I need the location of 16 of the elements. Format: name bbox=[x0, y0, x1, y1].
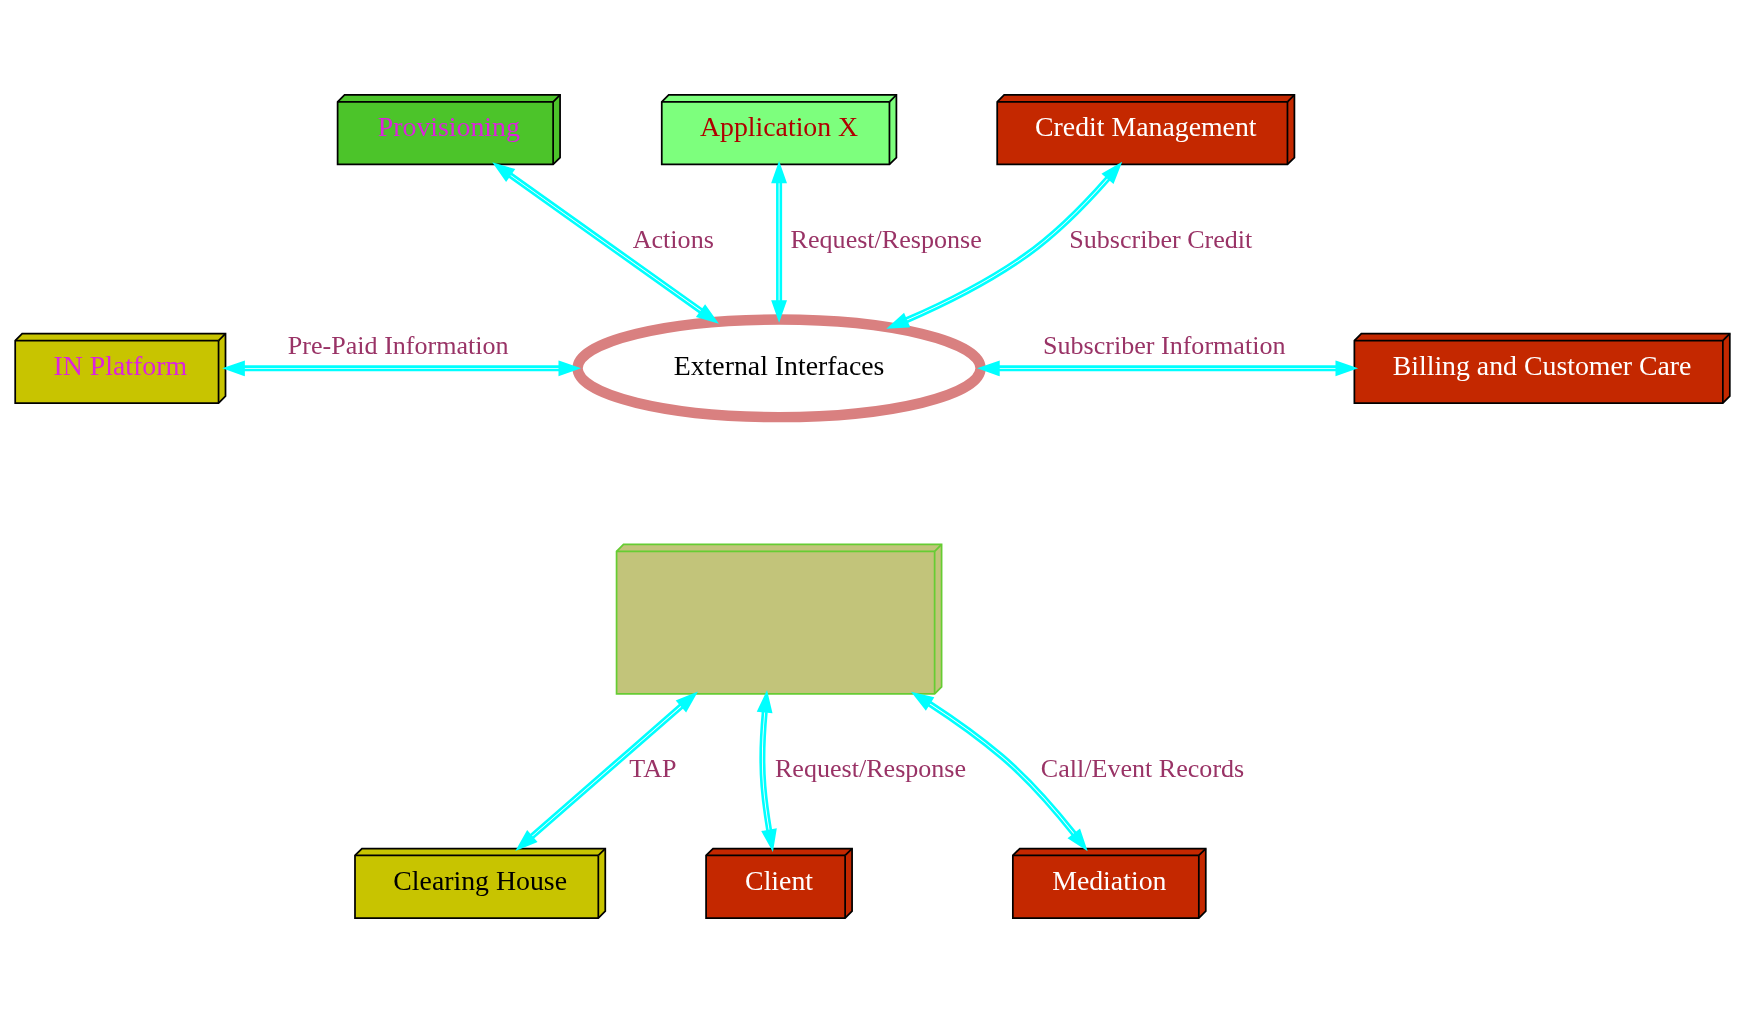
edge-label: Call/Event Records bbox=[1040, 754, 1245, 784]
arrow bbox=[515, 691, 698, 851]
arrow bbox=[977, 360, 1359, 377]
arrow bbox=[771, 160, 787, 323]
arrow bbox=[222, 360, 582, 377]
edge-label: Pre-Paid Information bbox=[287, 331, 509, 361]
edge-label: Subscriber Credit bbox=[1069, 224, 1253, 254]
arrow bbox=[911, 691, 1088, 852]
arrow bbox=[492, 162, 719, 324]
arrow bbox=[886, 161, 1123, 329]
edge-label: Request/Response bbox=[774, 754, 967, 784]
edge-label: Actions bbox=[632, 224, 714, 254]
edge-label: Subscriber Information bbox=[1043, 331, 1286, 361]
arrow bbox=[756, 690, 777, 852]
edge-label: Request/Response bbox=[790, 224, 982, 254]
edge-label: TAP bbox=[629, 754, 676, 784]
